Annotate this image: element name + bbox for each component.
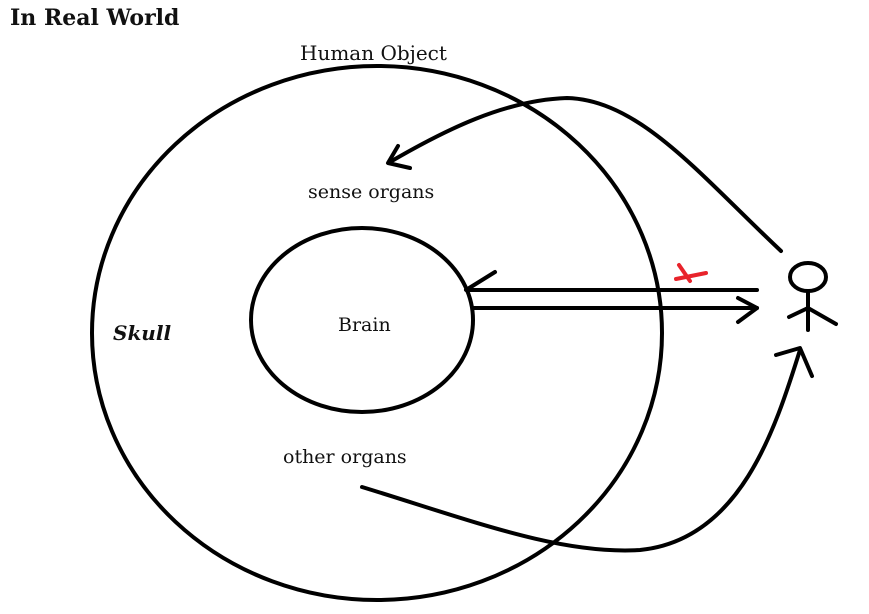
brain-label: Brain xyxy=(338,314,391,336)
arrowhead-person xyxy=(736,296,759,324)
brain-circle xyxy=(249,226,475,414)
arrowhead-person-bottom xyxy=(774,346,814,378)
red-x-icon xyxy=(674,263,708,283)
stick-figure-icon xyxy=(787,261,838,332)
page-title: In Real World xyxy=(10,5,180,31)
other-organs-label: other organs xyxy=(283,446,407,468)
sense-organs-label: sense organs xyxy=(308,181,435,203)
arrow-person-to-sense-organs xyxy=(388,95,783,253)
arrow-other-organs-to-person xyxy=(360,348,802,553)
human-object-circle xyxy=(90,64,664,602)
arrowhead-brain xyxy=(464,270,497,292)
human-object-label: Human Object xyxy=(300,41,447,65)
skull-label: Skull xyxy=(113,321,172,345)
arrowhead-sense-organs xyxy=(386,144,412,170)
